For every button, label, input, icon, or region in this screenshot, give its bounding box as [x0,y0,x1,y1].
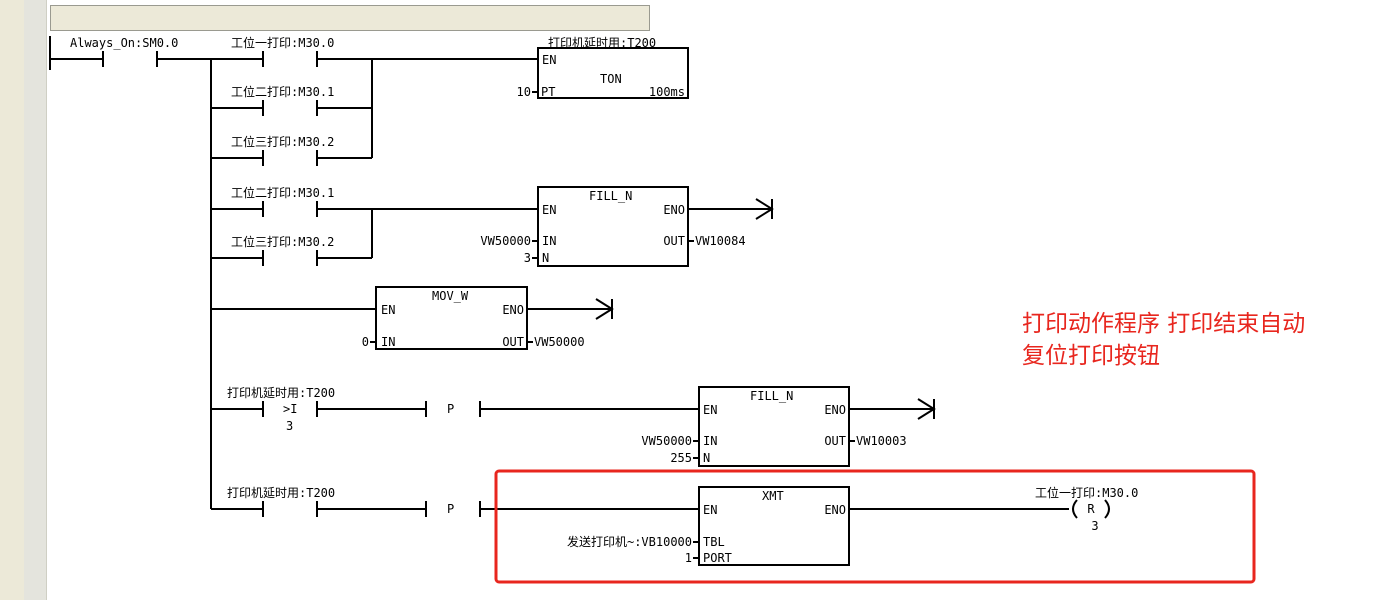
fill1-n-value: 3 [524,251,531,265]
fill1-in-value: VW50000 [480,234,531,248]
station3-contact-label-b: 工位三打印:M30.2 [231,234,334,249]
timer-contact-label: 打印机延时用:T200 [227,486,335,500]
xmt-box[interactable] [698,486,850,566]
mov-w-box[interactable] [375,286,528,350]
mov-in-value: 0 [362,335,369,349]
station2-contact-label: 工位二打印:M30.1 [231,84,334,99]
timer-compare-label: 打印机延时用:T200 [227,386,335,400]
reset-coil-count: 3 [1091,519,1098,533]
ton-title: TON [600,72,622,86]
ladder-wires [49,36,1110,559]
ton-timer-label: 打印机延时用:T200 [548,36,656,50]
mov-out-value: VW50000 [534,335,585,349]
mov-out-pin: OUT [502,335,524,349]
xmt-tbl-value: 发送打印机~:VB10000 [567,534,692,549]
compare-operator: >I [283,402,297,416]
xmt-title: XMT [762,489,784,503]
xmt-port-value: 1 [685,551,692,565]
pulse-p-1: P [447,402,454,416]
network-comment-field[interactable] [50,5,650,31]
highlight-box [494,469,1256,584]
fill-n-box-1[interactable] [537,186,689,267]
network-gutter [24,0,47,600]
xmt-port-pin: PORT [703,551,732,565]
fill1-out-pin: OUT [663,234,685,248]
annotation-line-2: 复位打印按钮 [1022,343,1160,369]
station2-contact-label-b: 工位二打印:M30.1 [231,185,334,200]
fill1-n-pin: N [542,251,549,265]
reset-coil-letter: R [1087,502,1095,516]
ton-pt-pin: PT [541,85,555,99]
fill2-n-pin: N [703,451,710,465]
fill1-out-value: VW10084 [695,234,746,248]
station3-contact-label: 工位三打印:M30.2 [231,134,334,149]
xmt-tbl-pin: TBL [703,535,725,549]
mov-en-pin: EN [381,303,395,317]
fill2-in-pin: IN [703,434,717,448]
fill-n-box-2[interactable] [698,386,850,467]
fill2-en-pin: EN [703,403,717,417]
fill1-eno-pin: ENO [663,203,685,217]
fill2-out-pin: OUT [824,434,846,448]
editor-left-strip [0,0,24,600]
ton-resolution: 100ms [649,85,685,99]
annotation-line-1: 打印动作程序 打印结束自动 [1022,311,1306,337]
fill1-in-pin: IN [542,234,556,248]
mov-title: MOV_W [432,289,469,303]
mov-in-pin: IN [381,335,395,349]
fill2-eno-pin: ENO [824,403,846,417]
compare-value: 3 [286,419,293,433]
xmt-en-pin: EN [703,503,717,517]
fill2-in-value: VW50000 [641,434,692,448]
station1-contact-label: 工位一打印:M30.0 [231,35,334,50]
fill2-title: FILL_N [750,389,793,403]
reset-coil-label: 工位一打印:M30.0 [1035,485,1138,500]
mov-eno-pin: ENO [502,303,524,317]
fill1-en-pin: EN [542,203,556,217]
ton-pt-value: 10 [517,85,531,99]
fill1-title: FILL_N [589,189,632,203]
ton-box[interactable] [537,47,689,99]
always-on-label: Always_On:SM0.0 [70,36,178,50]
xmt-eno-pin: ENO [824,503,846,517]
pulse-p-2: P [447,502,454,516]
fill2-out-value: VW10003 [856,434,907,448]
ton-in-pin: EN [542,53,556,67]
fill2-n-value: 255 [670,451,692,465]
